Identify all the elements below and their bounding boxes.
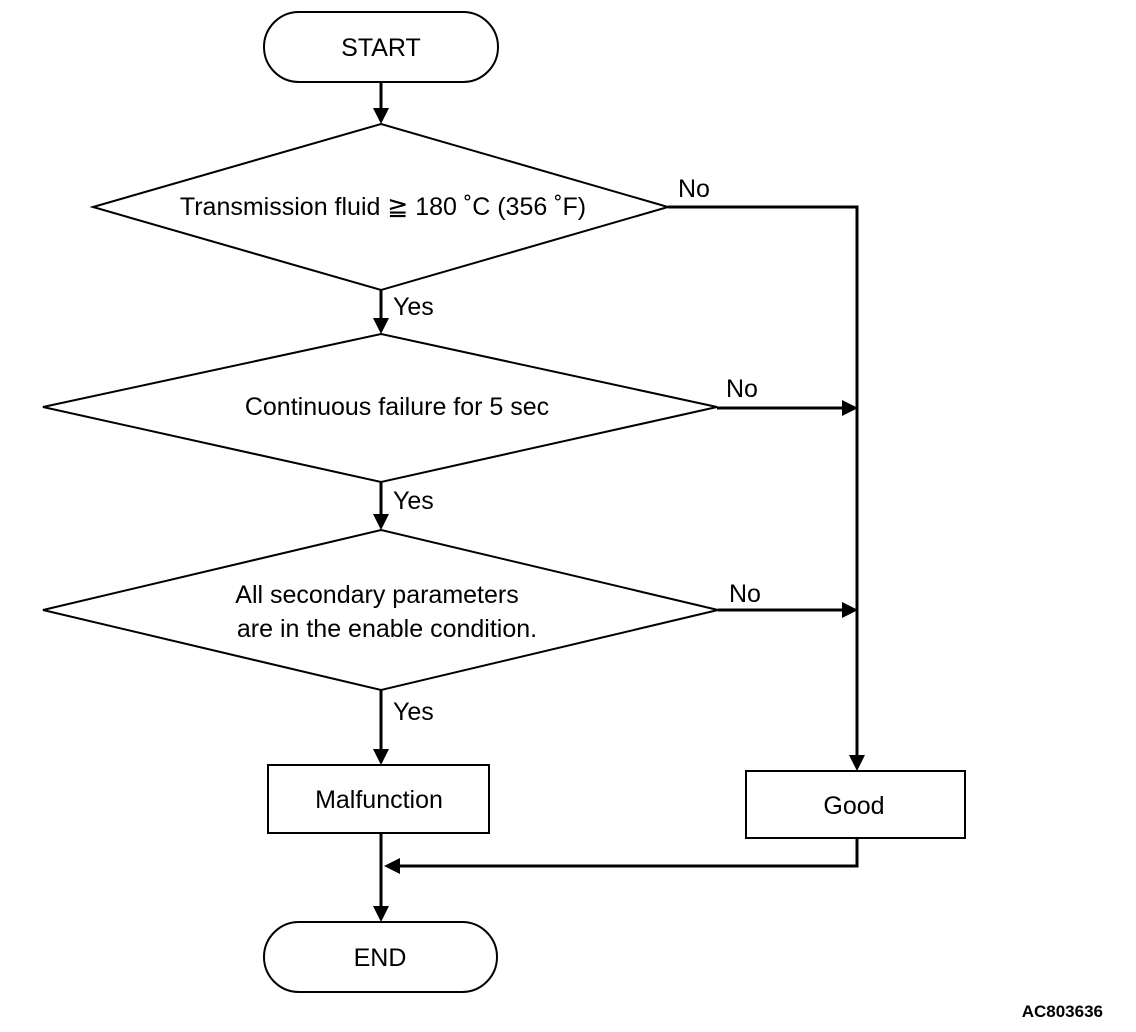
- decision-3-no-label: No: [729, 580, 761, 608]
- connector-good-to-merge: [400, 838, 859, 868]
- end-terminal: [263, 921, 498, 993]
- malfunction-box: [267, 764, 490, 834]
- start-label: START: [341, 34, 421, 62]
- decision-1-text: Transmission fluid ≧ 180 ˚C (356 ˚F): [180, 193, 586, 221]
- malfunction-label: Malfunction: [315, 786, 443, 814]
- arrowhead: [373, 514, 389, 530]
- decision-1-yes-label: Yes: [393, 293, 434, 321]
- decision-3-yes-label: Yes: [393, 698, 434, 726]
- arrowhead: [373, 318, 389, 334]
- arrowhead: [373, 749, 389, 765]
- end-label: END: [354, 944, 407, 972]
- arrowhead: [849, 755, 865, 771]
- decision-2-yes-label: Yes: [393, 487, 434, 515]
- arrowhead: [842, 602, 858, 618]
- decision-3-diamond: [42, 528, 719, 692]
- decision-2-no-label: No: [726, 375, 758, 403]
- decision-3-text-line-2: are in the enable condition.: [237, 615, 537, 643]
- arrowhead: [384, 858, 400, 874]
- arrowhead: [842, 400, 858, 416]
- good-label: Good: [823, 792, 884, 820]
- decision-1-no-label: No: [678, 175, 710, 203]
- connector-decision-1-no: [668, 205, 859, 755]
- decision-3-text-line-1: All secondary parameters: [235, 581, 518, 609]
- figure-id: AC803636: [1022, 1002, 1103, 1021]
- arrowhead: [373, 108, 389, 124]
- good-box: [745, 770, 966, 839]
- decision-2-text: Continuous failure for 5 sec: [245, 393, 549, 421]
- arrowhead: [373, 906, 389, 922]
